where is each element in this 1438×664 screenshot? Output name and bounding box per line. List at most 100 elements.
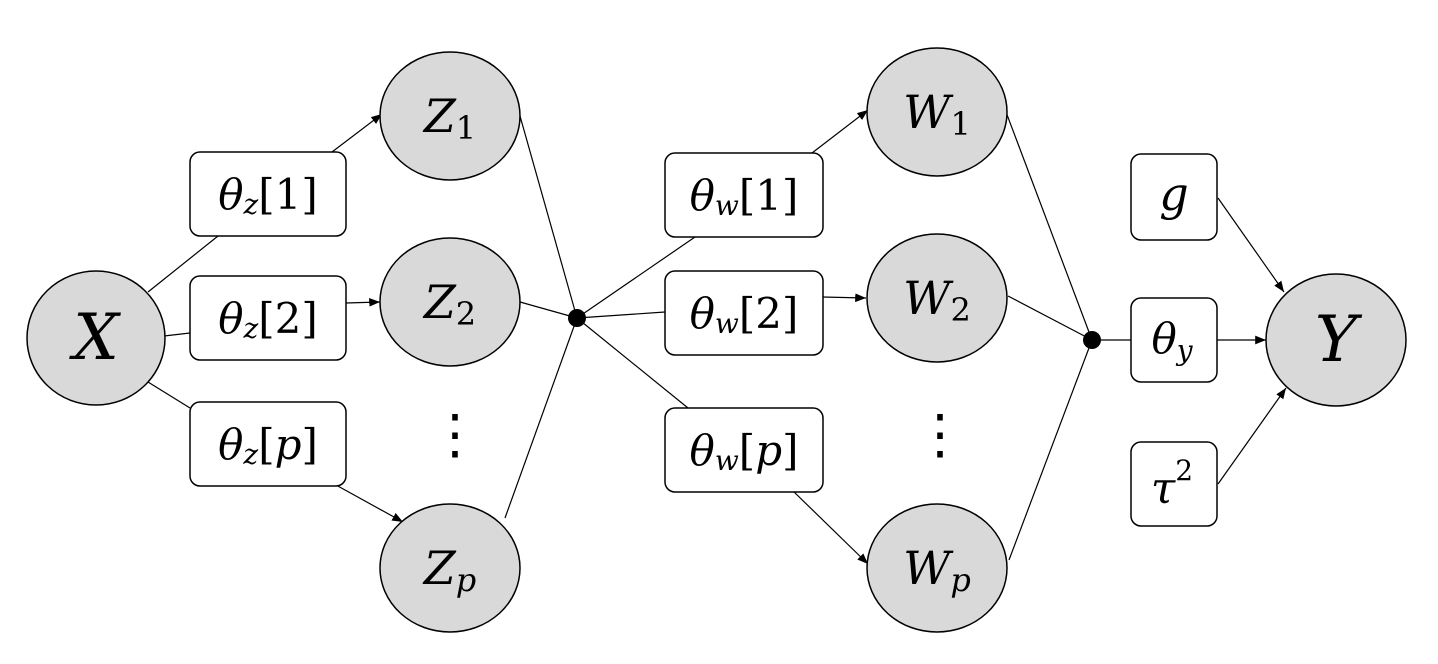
junction-dot-z <box>568 309 586 327</box>
edge-tw1-w1 <box>811 109 869 154</box>
param-theta-w-1-label: θw[1] <box>690 171 799 222</box>
edge-twp-wp <box>791 489 869 565</box>
theta-z-2-index: 2 <box>275 294 302 343</box>
edge-w1-junction <box>1005 111 1093 341</box>
param-tau-label: τ2 <box>1151 454 1193 514</box>
node-wp: Wp <box>866 503 1008 633</box>
theta-w-1-greek: θ <box>690 171 715 220</box>
node-z2-sub: 2 <box>456 295 476 333</box>
edge-junction-tw2 <box>576 311 666 319</box>
theta-w-p-open: [ <box>739 426 755 475</box>
param-g: g <box>1130 153 1218 241</box>
param-theta-z-p: θz[p] <box>189 401 347 487</box>
node-z1-base: Z <box>422 89 457 143</box>
theta-z-1-open: [ <box>258 170 274 219</box>
edge-g-y <box>1217 197 1285 293</box>
param-theta-w-1: θw[1] <box>664 152 824 238</box>
theta-w-2-close: ] <box>782 289 798 338</box>
node-z1: Z1 <box>379 51 521 181</box>
node-x-label: X <box>68 301 121 375</box>
junction-dot-w <box>1083 331 1101 349</box>
node-z2: Z2 <box>379 237 521 367</box>
node-zp-base: Z <box>422 541 457 595</box>
theta-w-p-close: ] <box>782 426 798 475</box>
theta-w-1-close: ] <box>782 171 798 220</box>
param-theta-z-2: θz[2] <box>189 275 347 361</box>
edge-tzp-zp <box>335 484 404 523</box>
node-w1: W1 <box>866 47 1008 177</box>
ellipsis-w: ⋮ <box>913 403 967 466</box>
node-w2-sub: 2 <box>950 291 970 329</box>
theta-z-1-index: 1 <box>275 170 302 219</box>
node-w2: W2 <box>866 233 1008 363</box>
edges-w-to-junction <box>1005 111 1093 561</box>
edge-z2-junction <box>519 301 578 319</box>
edge-junction-tw1 <box>576 236 696 319</box>
node-zp-sub: p <box>456 561 476 599</box>
edge-x-tz1 <box>147 235 219 293</box>
node-wp-sub: p <box>950 561 970 599</box>
node-w1-sub: 1 <box>950 105 970 143</box>
node-y: Y <box>1265 273 1407 407</box>
param-theta-z-p-label: θz[p] <box>218 420 318 471</box>
edge-z1-junction <box>519 115 578 319</box>
edge-x-tzp <box>147 381 191 409</box>
theta-w-2-open: [ <box>739 289 755 338</box>
theta-w-2-sub: w <box>715 307 739 340</box>
param-g-label: g <box>1159 167 1188 221</box>
param-theta-w-p-label: θw[p] <box>690 426 799 477</box>
theta-w-p-sub: w <box>715 444 739 477</box>
param-theta-y: θy <box>1130 297 1218 383</box>
edge-tz1-z1 <box>331 113 383 153</box>
theta-w-p-index: p <box>755 426 782 475</box>
edge-x-tz2 <box>163 332 191 337</box>
edges-to-y <box>1092 197 1287 485</box>
edge-w2-junction <box>1007 295 1093 341</box>
param-theta-w-2-label: θw[2] <box>690 289 799 340</box>
param-theta-w-p: θw[p] <box>664 407 824 493</box>
theta-w-1-open: [ <box>739 171 755 220</box>
theta-z-p-close: ] <box>301 420 317 469</box>
node-z1-label: Z1 <box>422 89 476 147</box>
param-theta-w-2: θw[2] <box>664 270 824 356</box>
node-w2-base: W <box>903 271 954 325</box>
param-theta-y-label: θy <box>1151 314 1193 367</box>
node-zp: Zp <box>379 503 521 633</box>
tau-symbol: τ <box>1151 463 1176 514</box>
node-z2-label: Z2 <box>422 275 476 333</box>
theta-z-1-greek: θ <box>218 170 243 219</box>
edges-z-to-junction <box>504 115 578 519</box>
node-y-label: Y <box>1315 303 1363 377</box>
theta-z-2-greek: θ <box>218 294 243 343</box>
theta-w-2-greek: θ <box>690 289 715 338</box>
param-theta-z-1-label: θz[1] <box>218 170 318 221</box>
node-x-base: X <box>68 301 121 375</box>
edge-tz2-z2 <box>345 297 381 307</box>
theta-z-p-greek: θ <box>218 420 243 469</box>
param-tau-squared: τ2 <box>1130 441 1218 527</box>
theta-z-1-sub: z <box>243 188 259 221</box>
theta-z-p-index: p <box>275 420 302 469</box>
node-z2-base: Z <box>422 275 457 329</box>
edges-junction-to-w <box>576 109 869 565</box>
theta-w-1-index: 1 <box>755 171 782 220</box>
node-w1-base: W <box>903 85 954 139</box>
theta-w-2-index: 2 <box>755 289 782 338</box>
node-x: X <box>26 270 166 406</box>
edge-tau-y <box>1217 387 1287 485</box>
param-theta-z-1: θz[1] <box>189 151 347 237</box>
theta-y-greek: θ <box>1151 314 1176 363</box>
edge-wp-junction <box>1008 339 1093 561</box>
node-wp-label: Wp <box>903 541 971 599</box>
theta-w-1-sub: w <box>715 189 739 222</box>
node-zp-label: Zp <box>422 541 476 599</box>
node-wp-base: W <box>903 541 954 595</box>
theta-z-p-sub: z <box>242 438 258 471</box>
edges-x-to-z <box>147 113 404 523</box>
node-z1-sub: 1 <box>456 109 476 147</box>
tau-sup: 2 <box>1175 454 1193 487</box>
ellipsis-z: ⋮ <box>428 403 482 466</box>
theta-w-p-greek: θ <box>690 426 715 475</box>
theta-z-p-open: [ <box>258 420 274 469</box>
